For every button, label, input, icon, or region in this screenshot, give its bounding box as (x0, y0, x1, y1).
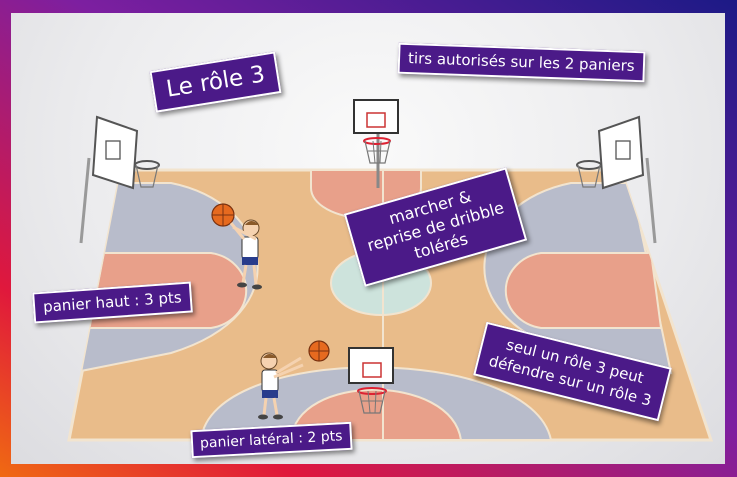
right-hoop-icon (576, 115, 657, 244)
slide-canvas: Le rôle 3 tirs autorisés sur les 2 panie… (11, 13, 725, 464)
left-hoop-icon (79, 115, 160, 244)
player-icon-2 (258, 352, 304, 420)
right-key (504, 252, 663, 329)
bottom-hoop-icon (348, 347, 394, 414)
player-icon-1 (229, 219, 262, 290)
ball-icon-1 (211, 203, 235, 227)
ball-icon-2 (308, 340, 330, 362)
top-hoop-icon (353, 99, 399, 188)
